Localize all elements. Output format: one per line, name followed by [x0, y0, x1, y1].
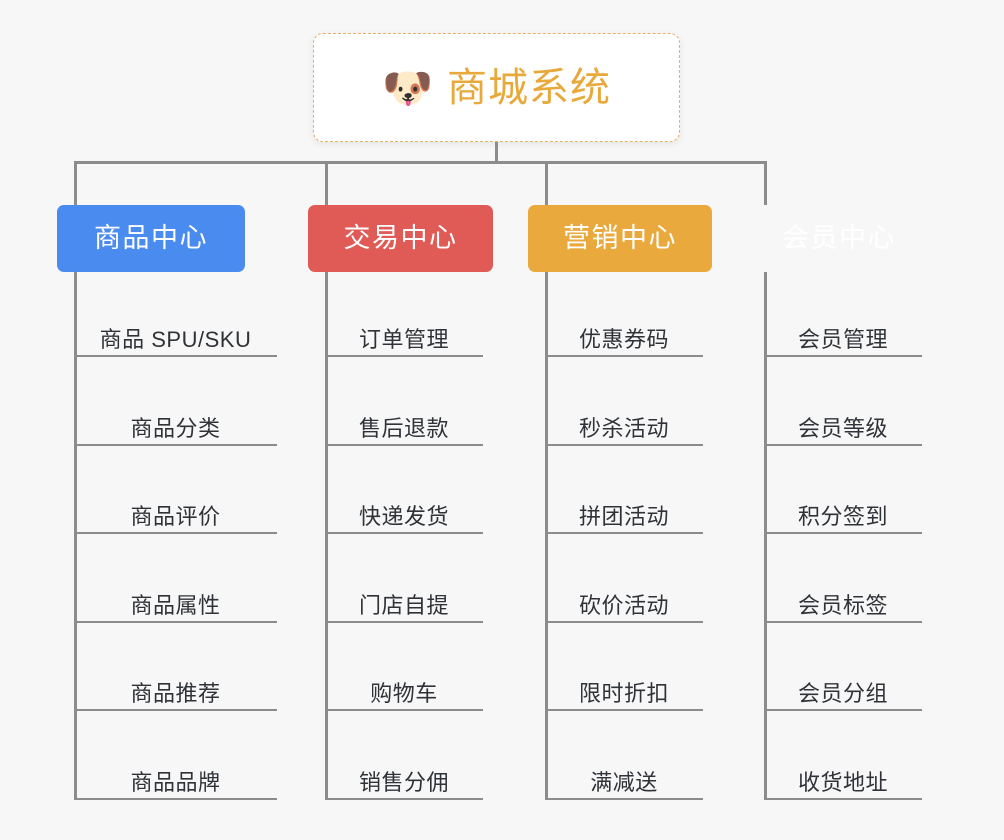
leaf-item[interactable]: 快递发货	[325, 494, 483, 535]
dog-face-icon: 🐶	[381, 65, 434, 111]
branch-stem-connector-member-center	[764, 161, 767, 205]
leaf-item[interactable]: 积分签到	[764, 494, 922, 535]
category-box-product-center[interactable]: 商品中心	[57, 205, 245, 272]
leaf-label: 商品属性	[130, 592, 221, 618]
leaf-item[interactable]: 商品品牌	[74, 760, 277, 800]
leaf-item[interactable]: 会员管理	[764, 317, 922, 357]
leaf-item[interactable]: 商品评价	[74, 494, 277, 535]
leaf-item[interactable]: 订单管理	[325, 317, 483, 357]
leaf-label: 商品分类	[130, 415, 221, 441]
leaf-item[interactable]: 商品 SPU/SKU	[74, 317, 277, 357]
branch-stem-connector-trade-center	[325, 161, 328, 205]
branch-spine-product-center	[74, 272, 77, 800]
leaf-label: 售后退款	[358, 415, 449, 441]
leaf-label: 秒杀活动	[578, 415, 669, 441]
leaf-label: 商品推荐	[130, 681, 221, 707]
leaf-item[interactable]: 会员标签	[764, 583, 922, 623]
leaf-item[interactable]: 收货地址	[764, 760, 922, 800]
category-label: 会员中心	[782, 223, 896, 253]
branch-spine-marketing-center	[545, 272, 548, 800]
leaf-item[interactable]: 砍价活动	[545, 583, 703, 623]
leaf-label: 商品评价	[130, 504, 221, 530]
leaf-label: 购物车	[370, 681, 438, 707]
leaf-label: 满减送	[590, 770, 658, 795]
leaf-label: 会员等级	[797, 415, 888, 441]
leaf-label: 会员分组	[797, 681, 888, 707]
bus-connector	[74, 161, 767, 164]
leaf-label: 会员管理	[797, 327, 888, 352]
leaf-item[interactable]: 商品分类	[74, 406, 277, 446]
leaf-item[interactable]: 会员等级	[764, 406, 922, 446]
leaf-label: 商品 SPU/SKU	[99, 327, 252, 352]
branch-spine-member-center	[764, 272, 767, 800]
category-label: 交易中心	[343, 223, 458, 253]
leaf-label: 优惠券码	[578, 327, 669, 352]
leaf-item[interactable]: 商品推荐	[74, 671, 277, 712]
leaf-label: 门店自提	[358, 592, 449, 618]
leaf-label: 快递发货	[358, 504, 449, 530]
leaf-label: 限时折扣	[578, 681, 669, 707]
leaf-label: 砍价活动	[578, 592, 669, 618]
category-box-marketing-center[interactable]: 营销中心	[528, 205, 712, 272]
leaf-item[interactable]: 售后退款	[325, 406, 483, 446]
category-box-trade-center[interactable]: 交易中心	[308, 205, 493, 272]
leaf-label: 收货地址	[797, 770, 888, 795]
leaf-label: 积分签到	[797, 504, 888, 530]
leaf-label: 商品品牌	[130, 770, 221, 795]
root-stem-connector	[495, 142, 498, 164]
leaf-item[interactable]: 拼团活动	[545, 494, 703, 535]
leaf-label: 拼团活动	[578, 504, 669, 530]
leaf-item[interactable]: 满减送	[545, 760, 703, 800]
branch-stem-connector-marketing-center	[545, 161, 548, 205]
leaf-item[interactable]: 商品属性	[74, 583, 277, 623]
root-node[interactable]: 🐶 商城系统	[313, 33, 680, 142]
root-title: 商城系统	[447, 65, 612, 110]
leaf-item[interactable]: 会员分组	[764, 671, 922, 712]
category-label: 营销中心	[563, 223, 677, 253]
leaf-item[interactable]: 购物车	[325, 671, 483, 712]
branch-stem-connector-product-center	[74, 161, 77, 205]
leaf-item[interactable]: 秒杀活动	[545, 406, 703, 446]
category-label: 商品中心	[94, 223, 208, 253]
leaf-label: 订单管理	[358, 327, 449, 352]
leaf-item[interactable]: 销售分佣	[325, 760, 483, 800]
branch-spine-trade-center	[325, 272, 328, 800]
leaf-item[interactable]: 门店自提	[325, 583, 483, 623]
leaf-item[interactable]: 优惠券码	[545, 317, 703, 357]
leaf-item[interactable]: 限时折扣	[545, 671, 703, 712]
leaf-label: 销售分佣	[358, 770, 449, 795]
category-box-member-center[interactable]: 会员中心	[747, 205, 931, 272]
leaf-label: 会员标签	[797, 592, 888, 618]
